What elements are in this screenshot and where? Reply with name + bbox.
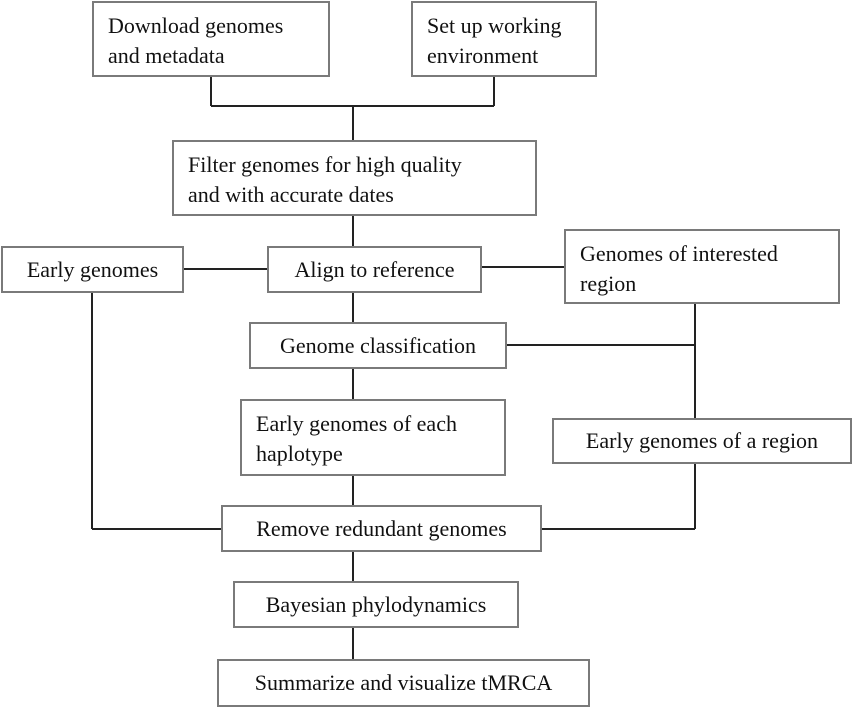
align-reference-box: Align to reference bbox=[267, 246, 482, 293]
early-haplotype-line1: Early genomes of each bbox=[256, 411, 457, 436]
early-region-box: Early genomes of a region bbox=[552, 418, 852, 464]
early-haplotype-box: Early genomes of each haplotype bbox=[240, 399, 506, 476]
early-region-label: Early genomes of a region bbox=[585, 428, 819, 453]
filter-genomes-line2: and with accurate dates bbox=[188, 182, 394, 207]
interested-region-line1: Genomes of interested bbox=[580, 241, 778, 266]
genome-classification-label: Genome classification bbox=[279, 332, 477, 358]
setup-environment-line1: Set up working bbox=[427, 13, 562, 38]
remove-redundant-box: Remove redundant genomes bbox=[221, 505, 542, 552]
setup-environment-box: Set up working environment bbox=[411, 1, 597, 77]
bayesian-phylodynamics-label: Bayesian phylodynamics bbox=[265, 591, 487, 617]
interested-region-box: Genomes of interested region bbox=[564, 229, 840, 304]
early-genomes-box: Early genomes bbox=[1, 246, 184, 293]
early-haplotype-line2: haplotype bbox=[256, 441, 343, 466]
filter-genomes-line1: Filter genomes for high quality bbox=[188, 152, 462, 177]
early-genomes-label: Early genomes bbox=[26, 256, 159, 282]
remove-redundant-label: Remove redundant genomes bbox=[256, 515, 507, 541]
summarize-tmrca-box: Summarize and visualize tMRCA bbox=[217, 659, 590, 707]
bayesian-phylodynamics-box: Bayesian phylodynamics bbox=[233, 581, 519, 628]
align-reference-label: Align to reference bbox=[294, 256, 455, 282]
download-genomes-box: Download genomes and metadata bbox=[92, 1, 330, 77]
interested-region-line2: region bbox=[580, 271, 637, 296]
summarize-tmrca-label: Summarize and visualize tMRCA bbox=[254, 670, 553, 695]
download-genomes-line1: Download genomes bbox=[108, 13, 284, 38]
genome-classification-box: Genome classification bbox=[249, 322, 507, 369]
filter-genomes-box: Filter genomes for high quality and with… bbox=[172, 140, 537, 216]
download-genomes-line2: and metadata bbox=[108, 43, 225, 68]
setup-environment-line2: environment bbox=[427, 43, 539, 68]
